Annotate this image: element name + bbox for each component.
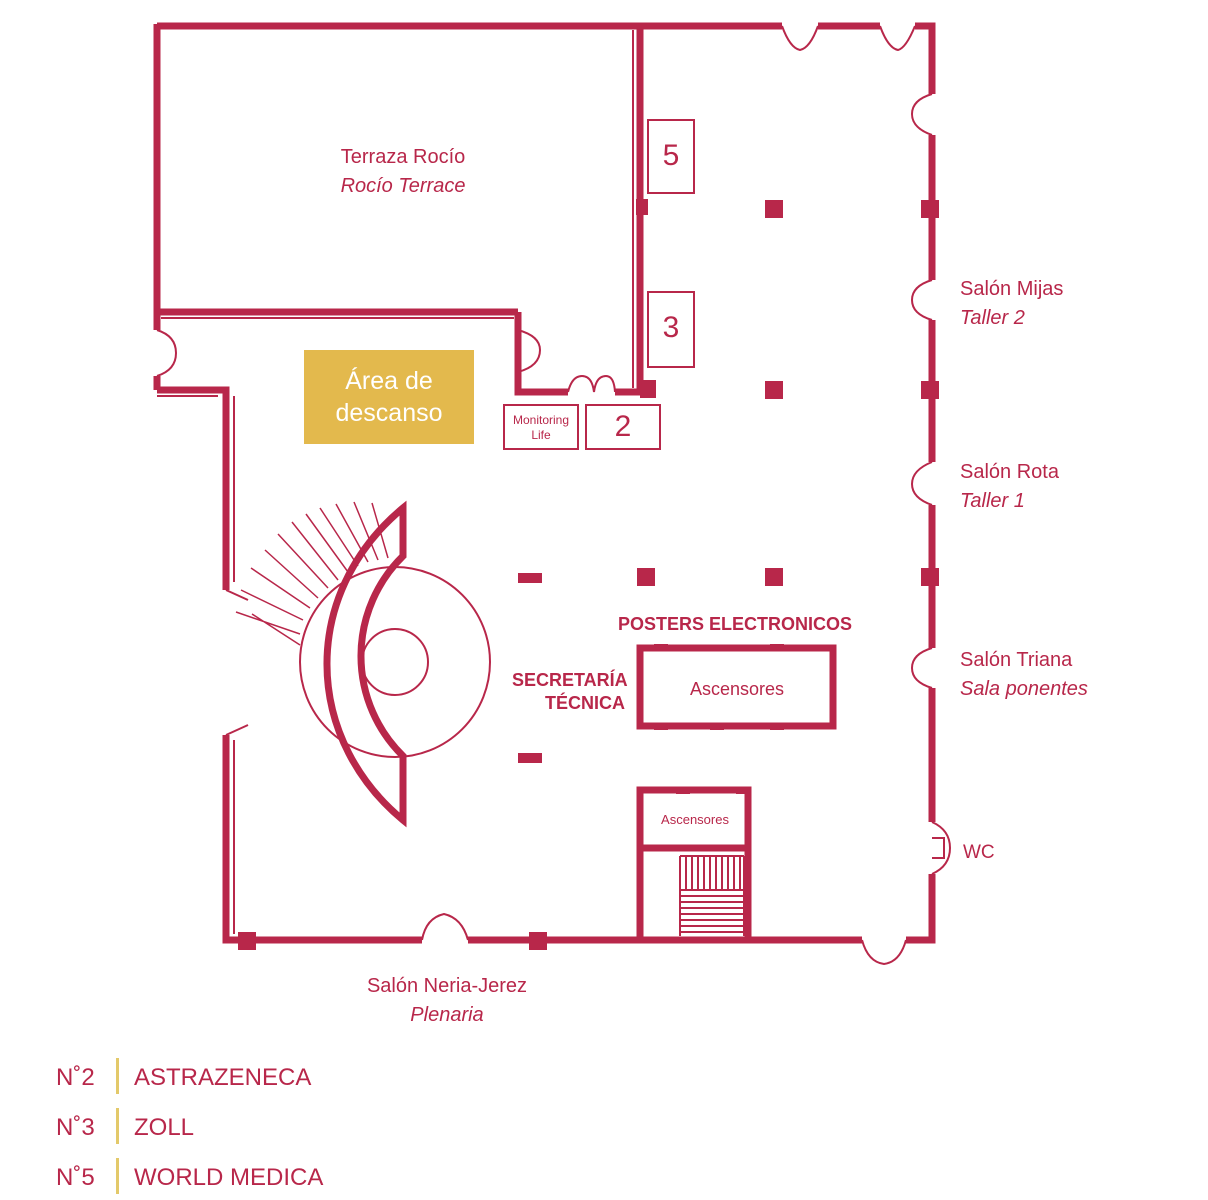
monitoring-box: [503, 404, 579, 450]
terrace-wall: [153, 24, 518, 316]
elevator-small: [636, 786, 752, 852]
column: [921, 381, 939, 399]
spiral-core: [299, 566, 491, 758]
legend-number: N˚5: [56, 1164, 95, 1191]
legend-number: N˚2: [56, 1064, 95, 1091]
booth-5-box: [647, 119, 695, 194]
mijas-sub: Taller 2: [960, 307, 1025, 329]
booth-2-box: [585, 404, 661, 450]
column: [640, 380, 656, 398]
posters-label: POSTERS ELECTRONICOS: [618, 614, 853, 634]
column: [636, 199, 648, 215]
rest-area-line2: descanso: [335, 399, 443, 427]
mijas-name: Salón Mijas: [960, 278, 1064, 300]
booth-3-box: [647, 291, 695, 368]
rest-area-line1: Área de: [345, 367, 433, 395]
terrace-sub: Rocío Terrace: [340, 175, 466, 197]
column: [765, 381, 783, 399]
elevators-small-label: Ascensores: [661, 812, 729, 827]
spiral-outer: [323, 500, 407, 828]
column: [518, 753, 542, 763]
secretaria-line1: SECRETARÍA: [512, 670, 628, 690]
corridor-wall: [514, 312, 568, 396]
column: [637, 568, 655, 586]
legend-item: N˚5 WORLD MEDICA: [56, 1158, 456, 1194]
rest-area: Área de descanso: [304, 350, 474, 444]
legend-exhibitor: ZOLL: [134, 1114, 195, 1141]
stair-shaft: [636, 848, 752, 940]
legend-exhibitor: ASTRAZENECA: [134, 1064, 312, 1091]
legend-exhibitor: WORLD MEDICA: [134, 1164, 324, 1191]
column: [765, 568, 783, 586]
triana-name: Salón Triana: [960, 649, 1073, 671]
monitoring-line1: Monitoring: [512, 413, 570, 427]
monitoring-line2: Life: [531, 428, 551, 442]
booth-5-number: 5: [662, 139, 680, 172]
bottom-wall-left: [222, 735, 422, 944]
legend-divider: [116, 1108, 119, 1144]
booth-2-number: 2: [614, 410, 632, 443]
column: [238, 932, 256, 950]
neria-name: Salón Neria-Jerez: [366, 975, 528, 997]
rota-sub: Taller 1: [960, 490, 1025, 512]
terrace-name: Terraza Rocío: [340, 146, 466, 168]
column: [765, 200, 783, 218]
right-wall-5: [906, 874, 936, 944]
legend-item: N˚2 ASTRAZENECA: [56, 1058, 456, 1094]
neria-sub: Plenaria: [410, 1004, 484, 1026]
left-wall-upper: [157, 386, 230, 590]
booth-3-number: 3: [662, 311, 680, 344]
column: [921, 200, 939, 218]
wc-label: WC: [963, 842, 995, 863]
legend-divider: [116, 1058, 119, 1094]
column: [518, 573, 542, 583]
triana-sub: Sala ponentes: [960, 678, 1088, 700]
secretaria-line2: TÉCNICA: [545, 693, 625, 713]
column: [529, 932, 547, 950]
top-wall-right: [915, 22, 936, 94]
legend-number: N˚3: [56, 1114, 95, 1141]
column: [921, 568, 939, 586]
rota-name: Salón Rota: [960, 461, 1059, 483]
legend-divider: [116, 1158, 119, 1194]
elevators-main-label: Ascensores: [689, 679, 785, 699]
elevator-main: [636, 644, 837, 730]
legend-item: N˚3 ZOLL: [56, 1108, 456, 1144]
